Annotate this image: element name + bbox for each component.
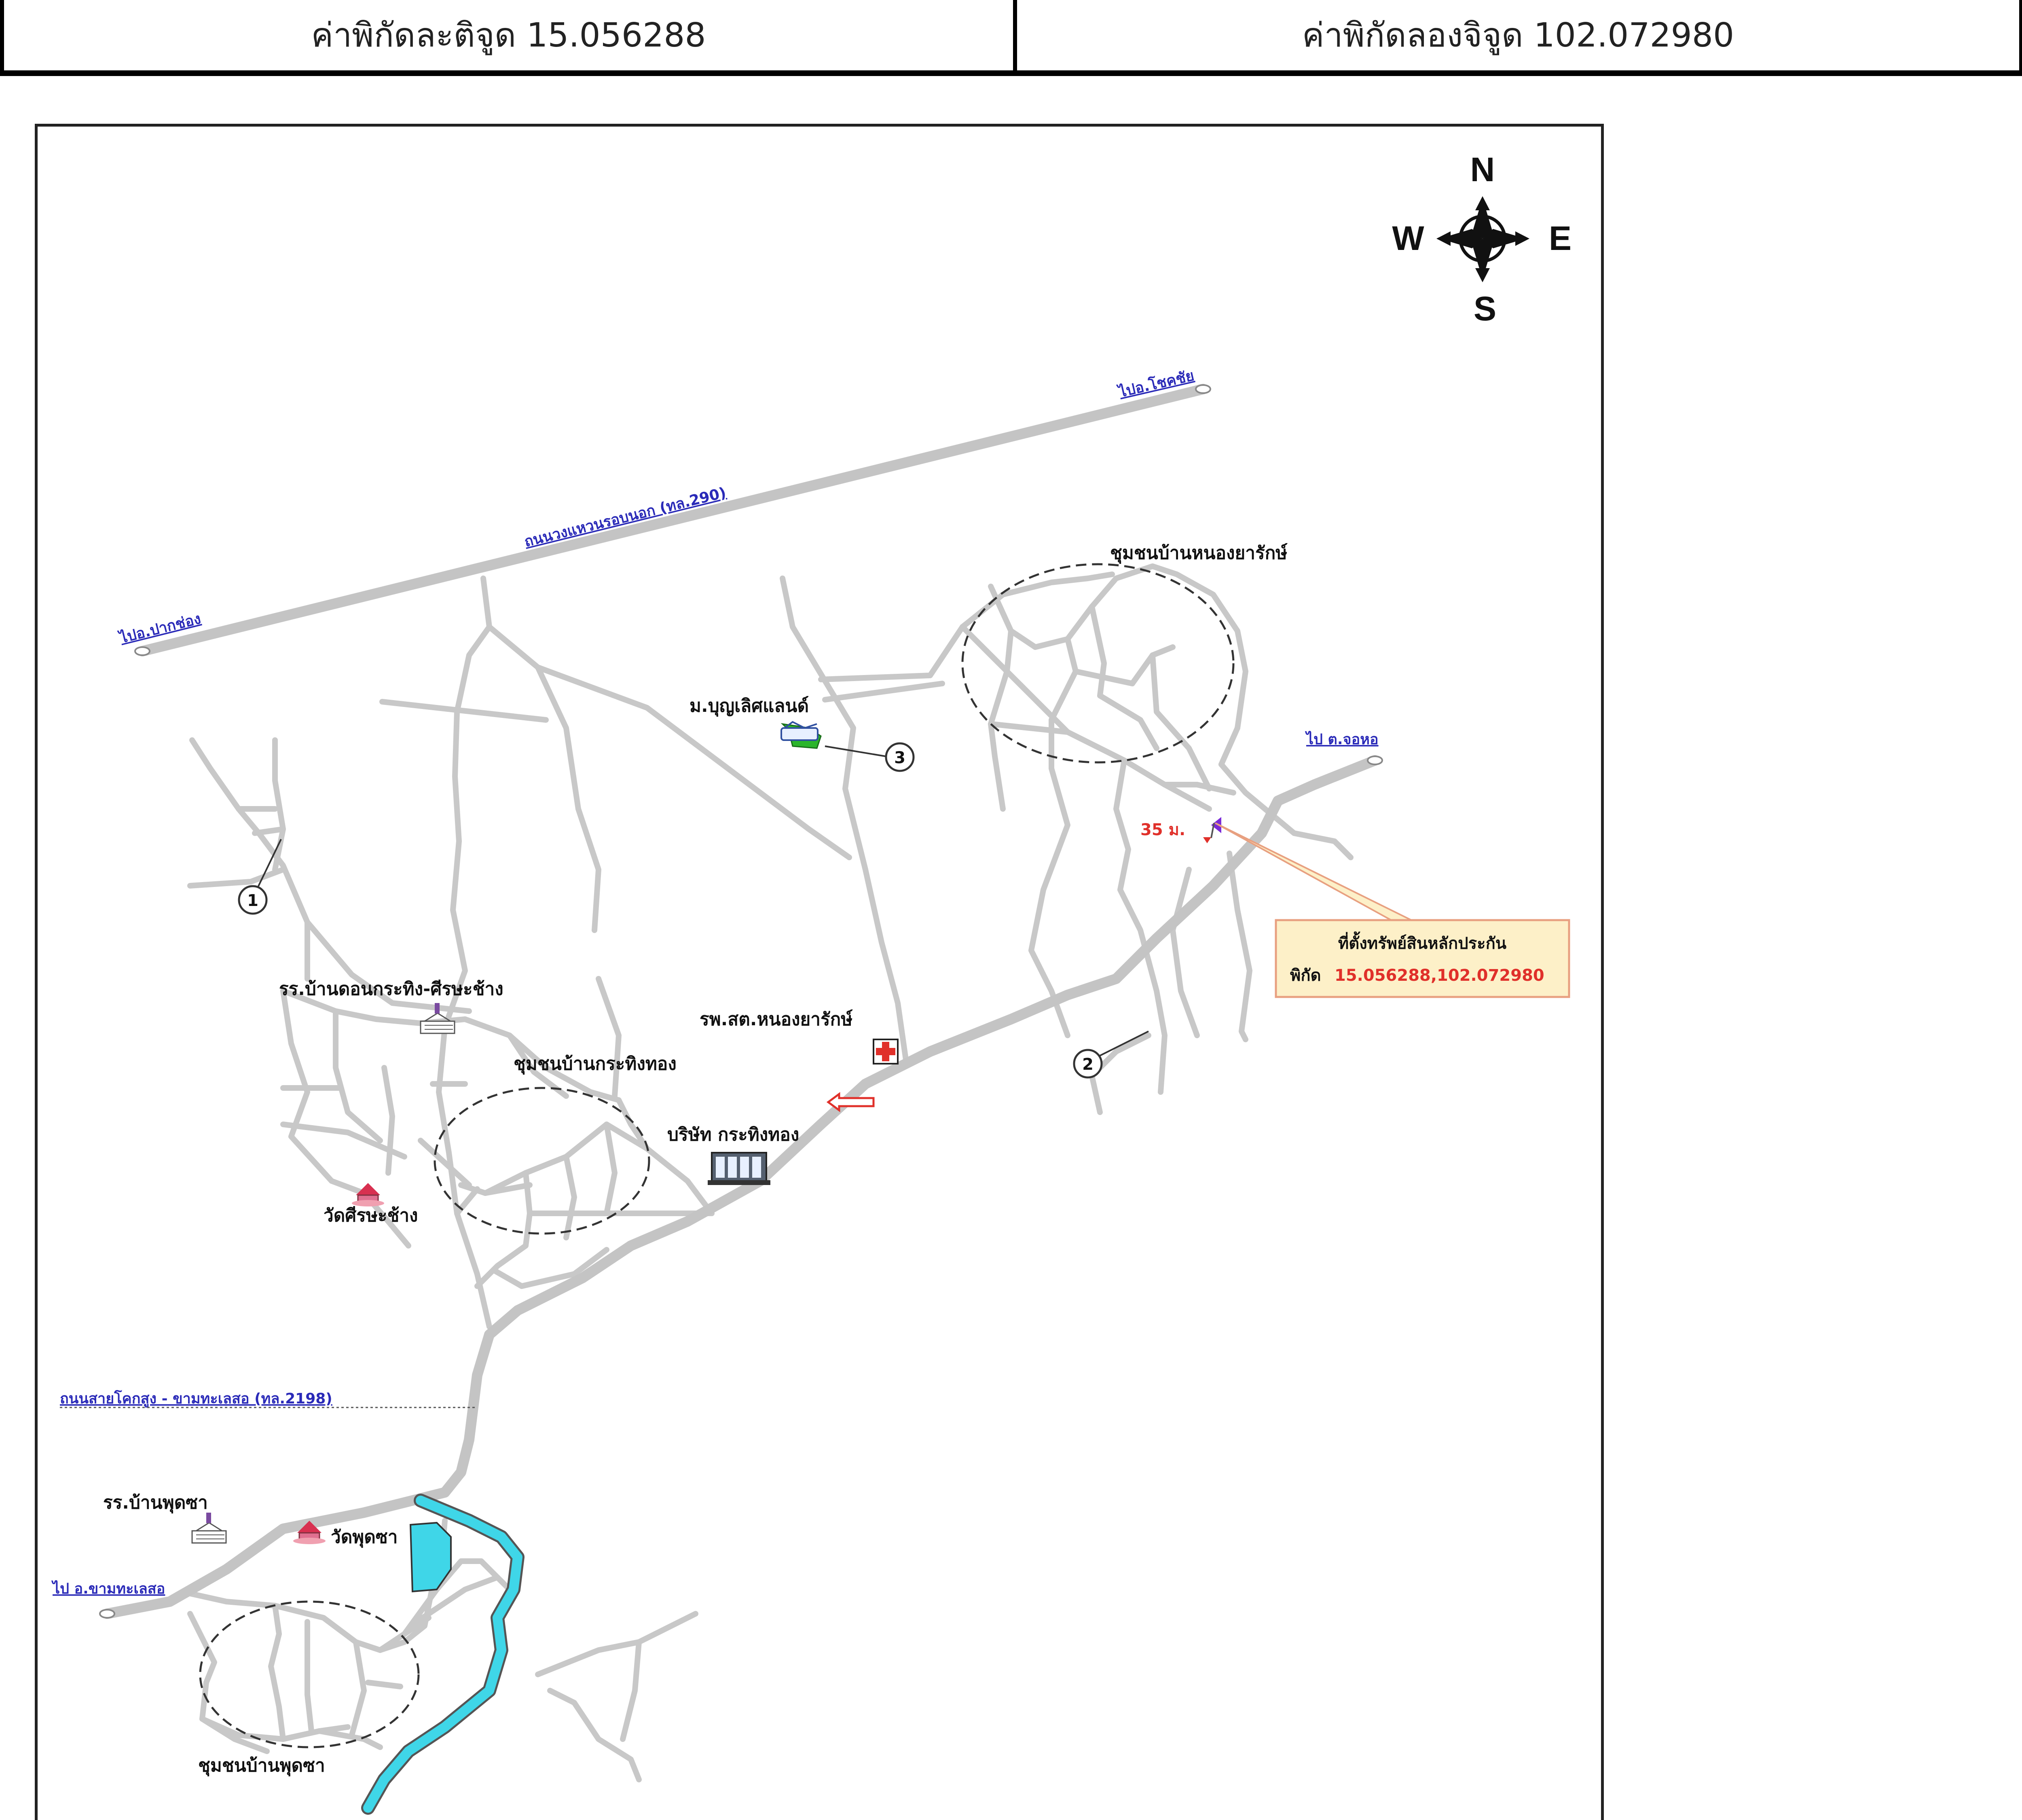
ban-don-school-label: รร.บ้านดอนกระทิง-ศีรษะช้าง [279,979,503,999]
to-chalong-label: ไป ต.จอหอ [1305,730,1379,748]
temple-icon [352,1183,384,1206]
housing-icon [780,721,822,749]
marker-2: 2 [1073,1031,1149,1079]
temple-icon [293,1521,326,1544]
wat-phutsa-label: วัดพุดซา [331,1527,398,1548]
to-kham-thale-so-label: ไป อ.ขามทะเลสอ [51,1580,165,1597]
school-icon [420,1003,455,1034]
marker-3: 3 [885,742,915,772]
location-pin-icon [1203,817,1221,843]
school-icon [191,1513,227,1544]
compass-n: N [1470,150,1495,188]
boonlert-land-label: ม.บุญเลิศแลนด์ [690,696,809,717]
map-frame [35,124,1604,1820]
krathing-thong-company-label: บริษัท กระทิงทอง [667,1124,799,1145]
svg-text:2: 2 [1082,1055,1093,1074]
pond [409,1522,452,1593]
longitude-cell: ค่าพิกัดลองจิจูด 102.072980 [1302,16,1734,55]
compass-e: E [1549,219,1571,257]
coordinate-table: ค่าพิกัดละติจูด 15.056288 ค่าพิกัดลองจิจ… [0,0,2022,76]
compass-rose: N S E W [1392,150,1571,328]
svg-text:3: 3 [894,749,905,767]
hospital-icon [873,1039,899,1064]
wat-sisa-chang-label: วัดศีรษะช้าง [324,1205,418,1226]
krathing-thong-community-label: ชุมชนบ้านกระทิงทอง [514,1054,677,1075]
phutsa-community-label: ชุมชนบ้านพุดซา [198,1755,325,1777]
svg-text:1: 1 [247,891,258,910]
marker-1: 1 [238,839,282,915]
factory-icon [708,1152,770,1185]
direction-arrow-icon [826,1092,875,1112]
river [361,1494,525,1815]
callout-coord-value: 15.056288,102.072980 [1335,966,1544,985]
latitude-cell: ค่าพิกัดละติจูด 15.056288 [4,0,1017,70]
community-circles [199,563,1235,1748]
phutsa-school-label: รร.บ้านพุดซา [103,1492,208,1514]
compass-s: S [1474,290,1496,328]
callout-coord-prefix: พิกัด [1290,966,1321,985]
property-callout: ที่ตั้งทรัพย์สินหลักประกัน พิกัด 15.0562… [1275,919,1570,998]
distance-label: 35 ม. [1140,821,1185,839]
compass-w: W [1392,219,1424,257]
highway-290 [134,384,1211,656]
callout-title: ที่ตั้งทรัพย์สินหลักประกัน [1338,931,1506,953]
hospital-label: รพ.สต.หนองยารักษ์ [700,1009,853,1030]
khok-sung-road-label: ถนนสายโคกสูง - ขามทะเลสอ (ทล.2198) [60,1390,332,1408]
highway-2198 [99,755,1383,1619]
nong-ya-rak-community-label: ชุมชนบ้านหนองยารักษ์ [1110,543,1288,564]
